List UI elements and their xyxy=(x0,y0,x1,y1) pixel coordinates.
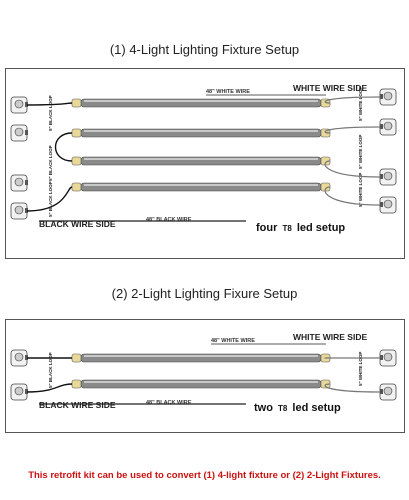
led-tube-2-2 xyxy=(71,379,331,389)
white-wire-side-label: WHITE WIRE SIDE xyxy=(293,83,367,93)
two-light-wiring-svg: WHITE WIRE SIDE 48" WHITE WIRE BLACK WIR… xyxy=(10,332,397,410)
white-loop-label-4: 5" WHITE LOOP xyxy=(358,352,363,386)
four-light-fixture-diagram: WHITE WIRE SIDE 48" WHITE WIRE BLACK WIR… xyxy=(5,68,405,259)
right-socket-3 xyxy=(379,168,397,186)
left-socket-2 xyxy=(10,124,28,142)
black-loop-1 xyxy=(26,102,73,106)
black-wire-label-2: 48" BLACK WIRE xyxy=(146,400,192,406)
white-wire-label-2: 48" WHITE WIRE xyxy=(211,338,255,344)
four-light-wiring-svg: WHITE WIRE SIDE 48" WHITE WIRE BLACK WIR… xyxy=(10,83,397,229)
white-loop-1 xyxy=(324,96,381,104)
led-tube-2 xyxy=(71,128,331,138)
black-wire-label: 48" BLACK WIRE xyxy=(146,217,192,223)
section-1-title: (1) 4-Light Lighting Fixture Setup xyxy=(109,42,300,57)
black-loop-label-2: 5" BLACK LOOP xyxy=(48,145,53,181)
led-tube-2-1 xyxy=(71,353,331,363)
black-loop-label-3: 5" BLACK LOOP xyxy=(48,181,53,217)
white-loop-3 xyxy=(324,160,381,178)
white-loop-2-2 xyxy=(324,383,381,393)
white-loop-label-1: 5" WHITE LOOP xyxy=(358,87,363,121)
right-socket-2-2 xyxy=(379,383,397,401)
black-wire-side-label: BLACK WIRE SIDE xyxy=(39,219,116,229)
black-loop-label-4: 5" BLACK LOOP xyxy=(48,352,53,388)
setup-count: four xyxy=(256,222,278,234)
white-loop-2 xyxy=(324,126,381,134)
led-tube-3 xyxy=(71,156,331,166)
white-loop-label-2: 5" WHITE LOOP xyxy=(358,135,363,169)
right-socket-2 xyxy=(379,118,397,136)
right-socket-1 xyxy=(379,88,397,106)
black-loop-2 xyxy=(55,132,73,162)
black-wire-side-label-2: BLACK WIRE SIDE xyxy=(39,400,116,410)
black-loop-3 xyxy=(26,186,73,212)
left-socket-2-2 xyxy=(10,383,28,401)
four-t8-setup-label: four T8 led setup xyxy=(256,222,345,234)
section-2-title: (2) 2-Light Lighting Fixure Setup xyxy=(111,286,298,301)
left-socket-4 xyxy=(10,202,28,220)
white-loop-4 xyxy=(324,186,381,206)
setup-count-2: two xyxy=(254,402,273,414)
right-socket-2-1 xyxy=(379,349,397,367)
led-tube-4 xyxy=(71,182,331,192)
t8-label: T8 xyxy=(282,224,292,233)
right-socket-4 xyxy=(379,196,397,214)
t8-label-2: T8 xyxy=(278,404,288,413)
two-t8-setup-label: two T8 led setup xyxy=(254,402,341,414)
left-socket-1 xyxy=(10,96,28,114)
setup-suffix: led setup xyxy=(296,222,346,234)
retrofit-note: This retrofit kit can be used to convert… xyxy=(28,470,381,481)
led-tube-1 xyxy=(71,98,331,108)
left-socket-3 xyxy=(10,174,28,192)
black-loop-label-1: 5" BLACK LOOP xyxy=(48,95,53,131)
setup-suffix-2: led setup xyxy=(292,402,341,414)
white-wire-side-label-2: WHITE WIRE SIDE xyxy=(293,332,367,342)
black-loop-2-2 xyxy=(26,383,73,393)
left-socket-2-1 xyxy=(10,349,28,367)
two-light-fixture-diagram: WHITE WIRE SIDE 48" WHITE WIRE BLACK WIR… xyxy=(5,319,405,433)
white-loop-label-3: 5" WHITE LOOP xyxy=(358,173,363,207)
white-wire-label: 48" WHITE WIRE xyxy=(206,89,250,95)
